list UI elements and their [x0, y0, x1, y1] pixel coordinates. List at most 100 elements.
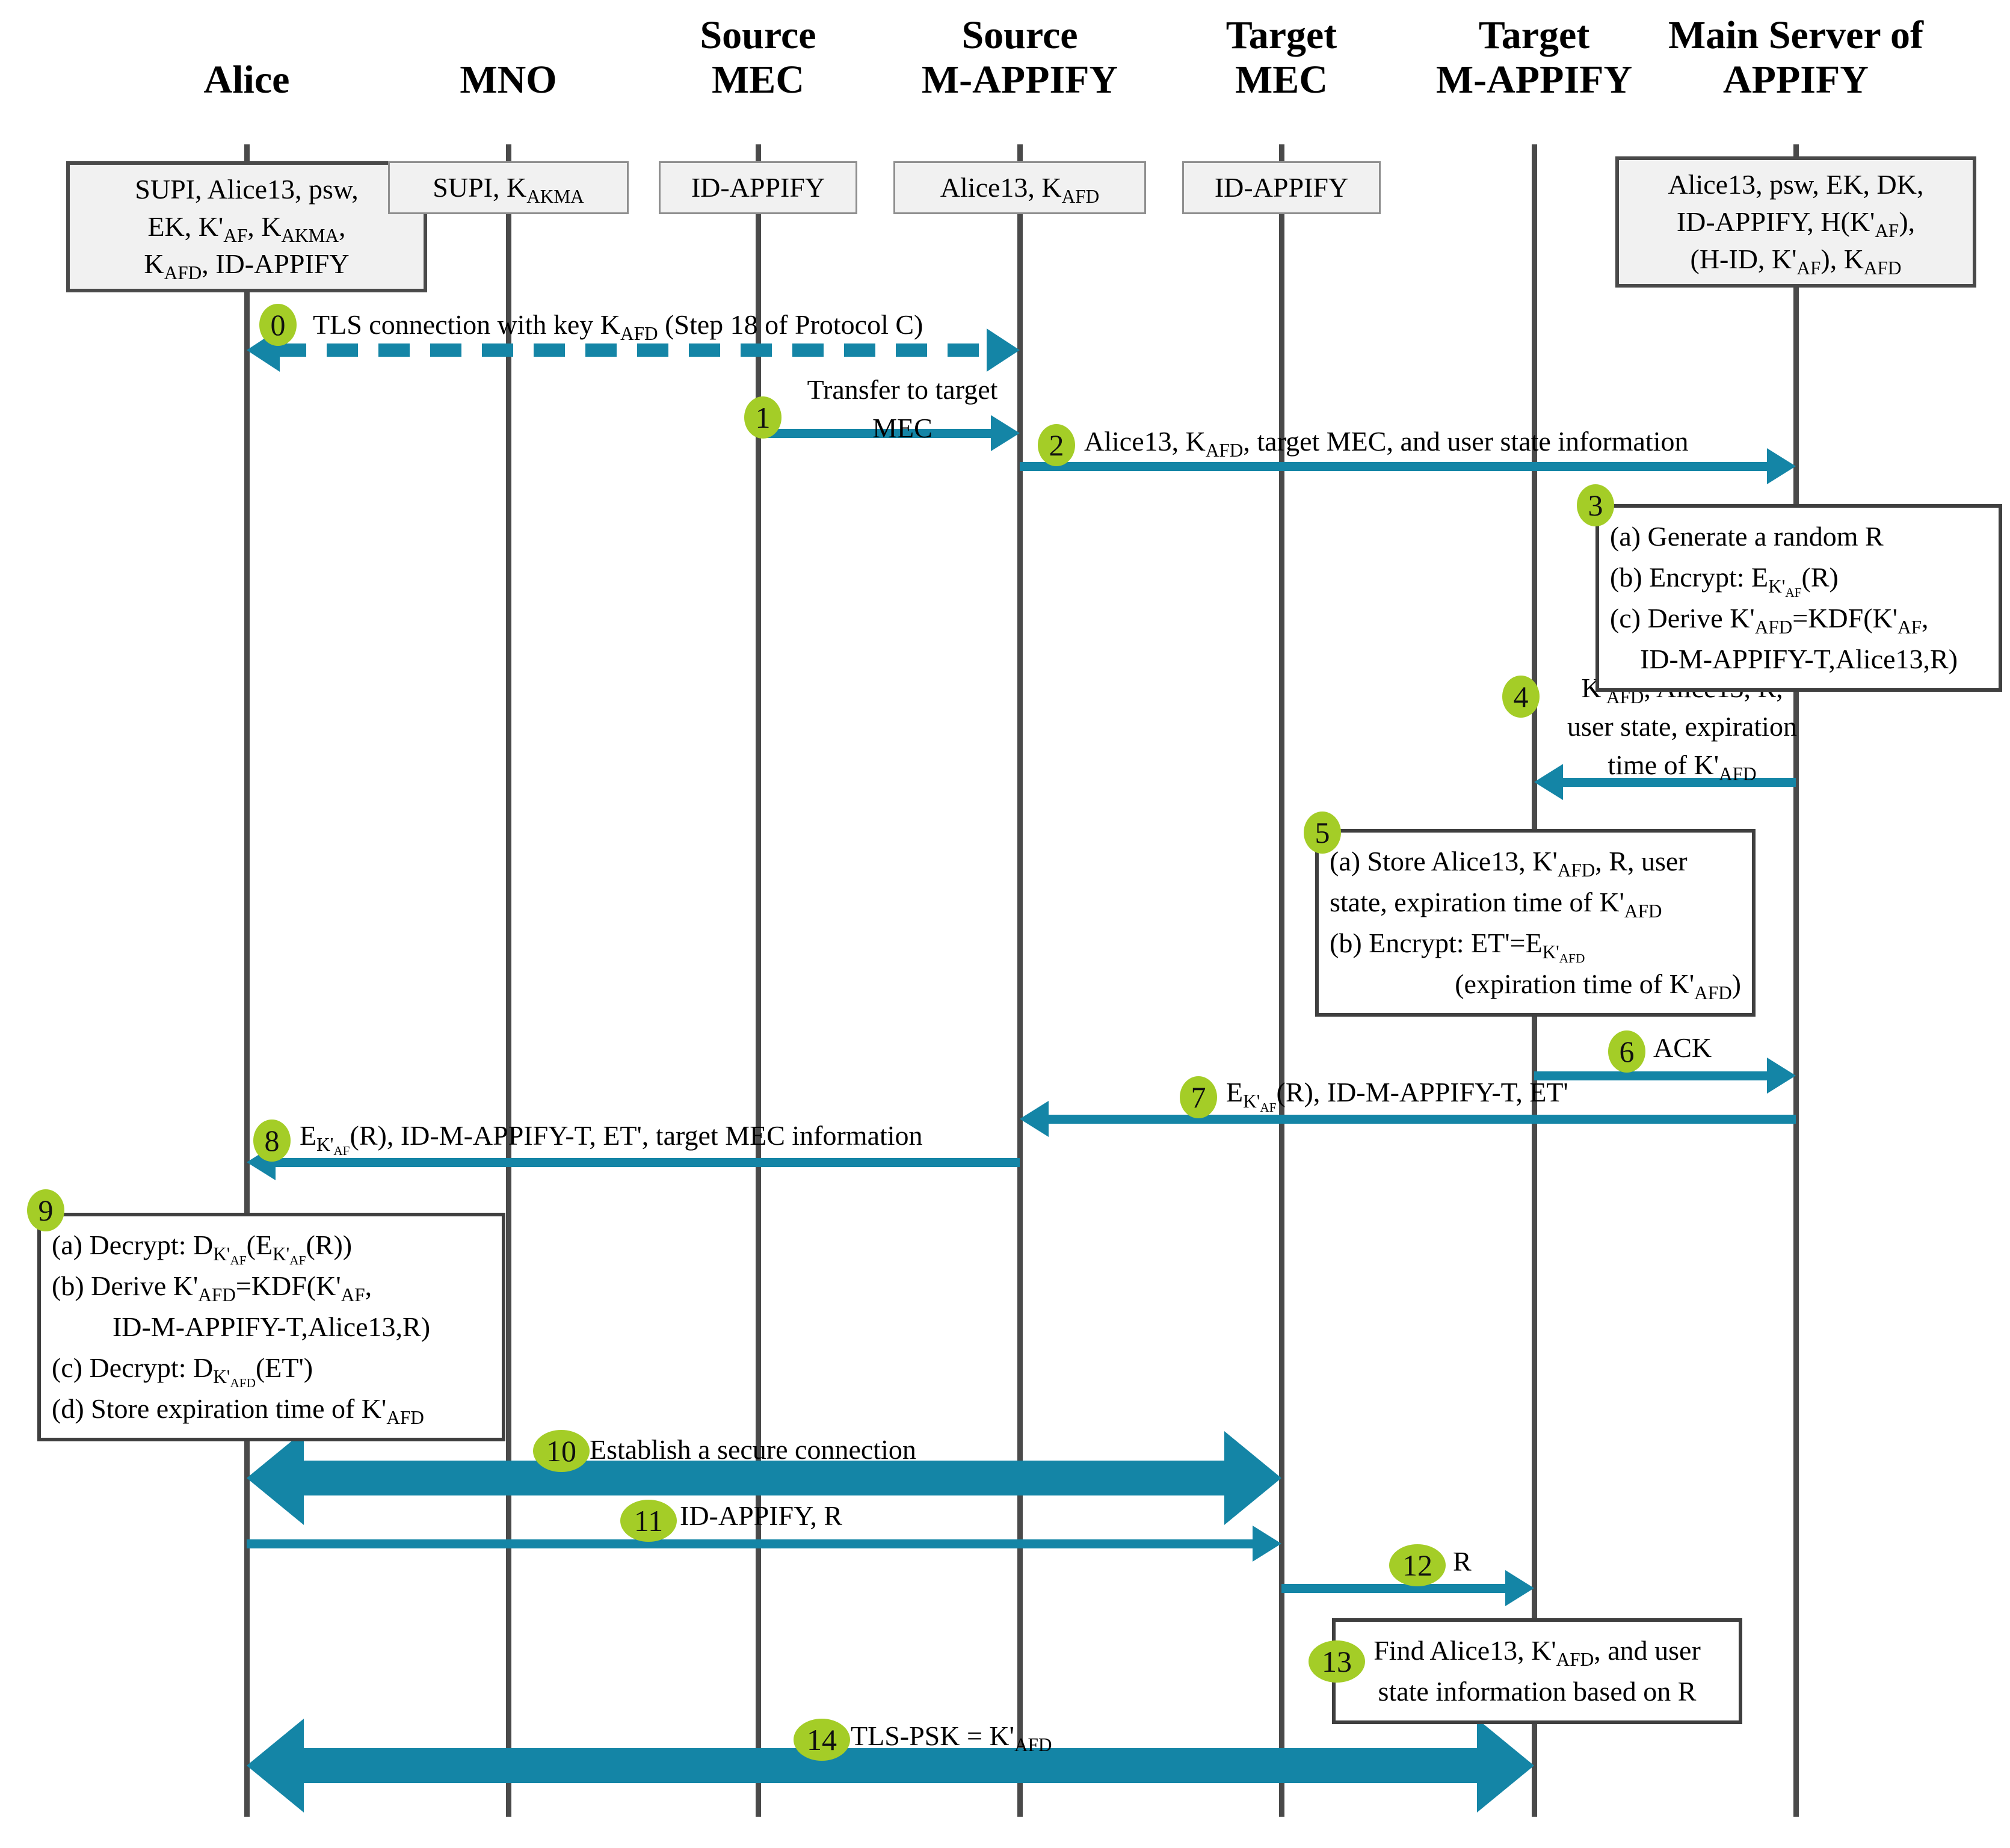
text-line: user state, expiration: [1567, 711, 1797, 742]
message-label-12: R: [1453, 1546, 1472, 1577]
text-line: ID-M-APPIFY-T,Alice13,R): [1639, 644, 1958, 674]
text-line: (b) Derive K'AFD=KDF(K'AF,: [52, 1270, 372, 1305]
arrowhead-left: [1020, 1101, 1049, 1137]
arrow-shaft: [1044, 1114, 1796, 1124]
step-badge-1: 1: [744, 396, 781, 439]
message-label-10: Establish a secure connection: [590, 1434, 916, 1465]
text-line: Source: [700, 13, 816, 57]
message-label-0: TLS connection with key KAFD (Step 18 of…: [313, 309, 923, 344]
state-box-main-server: Alice13, psw, EK, DK,ID-APPIFY, H(K'AF),…: [1615, 156, 1976, 288]
arrow-shaft: [1281, 1583, 1510, 1593]
arrowhead-left: [247, 1719, 304, 1813]
text-line: ID-APPIFY, H(K'AF),: [1676, 206, 1916, 241]
text-line: Main Server of: [1668, 13, 1923, 57]
text-line: M-APPIFY: [1435, 58, 1633, 102]
arrowhead-right: [1767, 448, 1796, 484]
arrowhead-right: [1767, 1058, 1796, 1094]
text-line: (a) Generate a random R: [1610, 521, 1884, 552]
text-line: (c) Derive K'AFD=KDF(K'AF,: [1610, 603, 1929, 638]
message-arrow-4: [1534, 764, 1796, 800]
note-step-3: (a) Generate a random R (b) Encrypt: EK'A…: [1595, 504, 2002, 692]
text-line: (H-ID, K'AF), KAFD: [1690, 244, 1902, 279]
actor-header-mno: MNO: [310, 58, 707, 102]
lifeline-alice: [244, 144, 250, 1817]
arrow-shaft: [275, 343, 991, 357]
text-line: M-APPIFY: [921, 58, 1118, 102]
text-line: APPIFY: [1723, 58, 1869, 102]
arrowhead-right: [987, 328, 1020, 372]
text-line: ID-APPIFY: [691, 172, 825, 203]
text-line: KAFD, ID-APPIFY: [144, 248, 350, 283]
text-line: (b) Encrypt: EK'AF(R): [1610, 562, 1839, 600]
text-line: (a) Decrypt: DK'AF(EK'AF(R)): [52, 1230, 353, 1267]
step-badge-13: 13: [1309, 1640, 1365, 1683]
text-line: Source: [961, 13, 1078, 57]
text-line: (a) Store Alice13, K'AFD, R, user: [1330, 846, 1688, 881]
step-badge-5: 5: [1304, 812, 1341, 854]
text-line: (expiration time of K'AFD): [1455, 969, 1741, 1003]
message-label-14: TLS-PSK = K'AFD: [851, 1720, 1052, 1755]
step-badge-14: 14: [794, 1719, 850, 1761]
step-badge-10: 10: [533, 1430, 590, 1472]
text-line: Transfer to target: [807, 374, 998, 405]
arrow-shaft: [1020, 461, 1772, 471]
arrowhead-left: [247, 1431, 304, 1525]
message-label-8: EK'AF(R), ID-M-APPIFY-T, ET', target MEC…: [300, 1120, 923, 1158]
lifeline-mno: [506, 144, 511, 1817]
state-box-source-mec: ID-APPIFY: [659, 161, 857, 214]
step-badge-9: 9: [27, 1189, 64, 1231]
text-line: ID-APPIFY: [1214, 172, 1349, 203]
step-badge-11: 11: [620, 1500, 677, 1542]
text-line: Find Alice13, K'AFD, and user: [1373, 1635, 1701, 1670]
text-line: MEC: [1235, 58, 1328, 102]
arrow-shaft: [758, 428, 996, 438]
text-line: (d) Store expiration time of K'AFD: [52, 1393, 424, 1428]
arrow-shaft: [247, 1539, 1257, 1548]
message-label-6: ACK: [1653, 1032, 1712, 1063]
message-arrow-14: [247, 1719, 1534, 1813]
step-badge-7: 7: [1180, 1076, 1217, 1118]
lifeline-main-server: [1793, 144, 1799, 1817]
arrowhead-right: [1253, 1526, 1281, 1562]
message-arrow-12: [1281, 1570, 1534, 1606]
step-badge-12: 12: [1389, 1544, 1446, 1586]
text-line: time of K'AFD: [1608, 750, 1757, 784]
message-label-11: ID-APPIFY, R: [680, 1500, 843, 1531]
arrow-shaft: [1534, 1071, 1772, 1080]
state-box-alice: SUPI, Alice13, psw,EK, K'AF, KAKMA,KAFD,…: [66, 161, 427, 292]
text-line: Target: [1225, 13, 1337, 57]
note-step-13: Find Alice13, K'AFD, and user state infor…: [1332, 1618, 1742, 1724]
step-badge-4: 4: [1502, 676, 1540, 718]
step-badge-2: 2: [1038, 424, 1075, 466]
step-badge-0: 0: [259, 304, 297, 346]
text-line: state information based on R: [1378, 1676, 1697, 1707]
arrow-shaft: [299, 1748, 1482, 1783]
message-arrow-10: [247, 1431, 1281, 1525]
actor-header-alice: Alice: [48, 58, 445, 102]
lifeline-target-mec: [1279, 144, 1284, 1817]
text-line: Target: [1478, 13, 1590, 57]
step-badge-6: 6: [1608, 1030, 1645, 1073]
message-arrow-11: [247, 1526, 1281, 1562]
message-arrow-6: [1534, 1058, 1796, 1094]
text-line: ID-M-APPIFY-T,Alice13,R): [112, 1311, 431, 1342]
note-step-9: (a) Decrypt: DK'AF(EK'AF(R))(b) Derive K…: [37, 1213, 505, 1441]
state-box-mno: SUPI, KAKMA: [388, 161, 629, 214]
text-line: Alice: [203, 58, 290, 102]
arrow-shaft: [271, 1157, 1020, 1167]
lifeline-source-mec: [756, 144, 761, 1817]
arrowhead-right: [1224, 1431, 1281, 1525]
step-badge-3: 3: [1577, 484, 1614, 526]
step-badge-8: 8: [253, 1120, 291, 1162]
text-line: (c) Decrypt: DK'AFD(ET'): [52, 1352, 313, 1390]
text-line: SUPI, KAKMA: [433, 172, 584, 207]
text-line: MEC: [712, 58, 804, 102]
text-line: MEC: [872, 413, 933, 443]
